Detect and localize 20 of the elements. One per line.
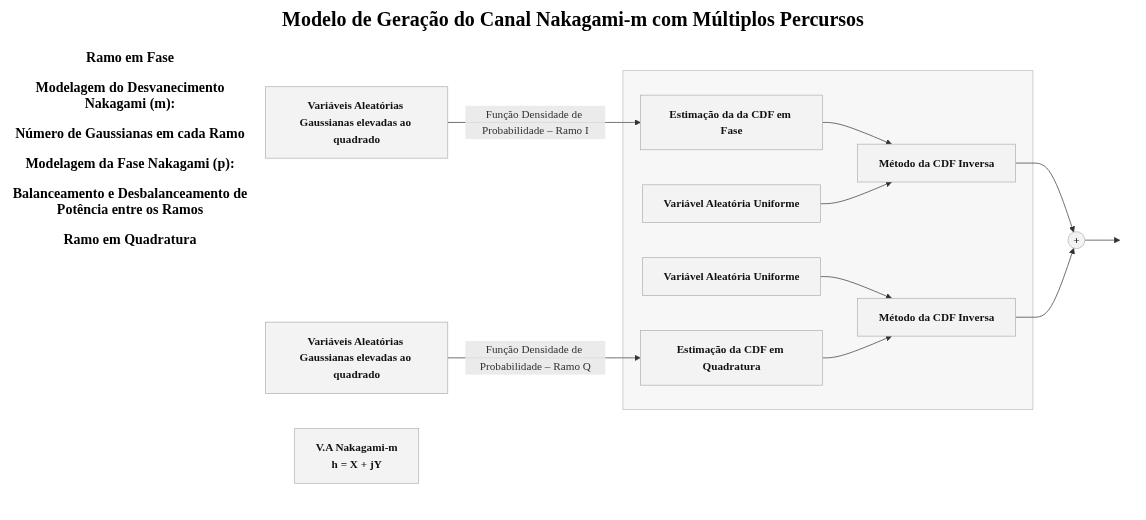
node-box: Variáveis Aleatórias Gaussianas elevadas ao quadrado xyxy=(265,86,449,159)
node-box: Método da CDF Inversa xyxy=(857,143,1016,183)
node-box: Estimação da da CDF em Fase xyxy=(640,94,823,151)
diagram-title: Modelo de Geração do Canal Nakagami-m com Múltiplos Percursos xyxy=(281,8,865,31)
annotation-text: Ramo em Fase xyxy=(85,50,175,66)
node-box: Estimação da CDF em Quadratura xyxy=(640,330,823,386)
node-box: Método da CDF Inversa xyxy=(857,298,1016,337)
annotation-text: Modelagem do Desvanecimento Nakagami (m): xyxy=(34,80,226,112)
cluster xyxy=(622,70,1034,411)
annotation-text: Modelagem da Fase Nakagami (p): xyxy=(24,156,236,172)
annotation-text: Número de Gaussianas em cada Ramo xyxy=(14,126,246,142)
edge-label: Função Densidade de Probabilidade – Ramo Q xyxy=(479,343,591,372)
annotation-text: Balanceamento e Desbalanceamento de Potência entre os Ramos xyxy=(11,186,249,218)
annotation-text: Ramo em Quadratura xyxy=(62,232,198,248)
edge-label: Função Densidade de Probabilidade – Ramo I xyxy=(481,107,589,137)
node-circle: + xyxy=(1067,231,1086,249)
node-box: Variáveis Aleatórias Gaussianas elevadas ao quadrado xyxy=(265,321,449,394)
node-box: V.A Nakagami-m h = X + jY xyxy=(294,428,420,484)
node-box: Variável Aleatória Uniforme xyxy=(642,184,821,224)
node-box: Variável Aleatória Uniforme xyxy=(642,257,821,296)
